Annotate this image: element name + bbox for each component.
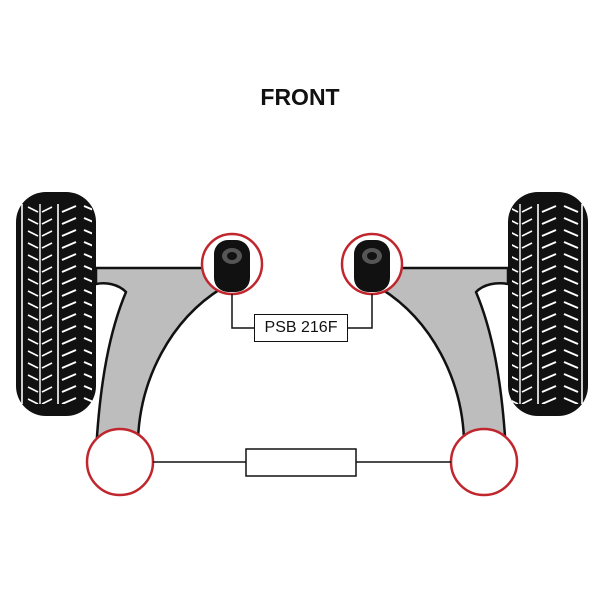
left-wishbone-arm (94, 266, 224, 454)
right-tyre (508, 192, 588, 416)
left-leader-line (231, 294, 254, 329)
rear-part-label-box (245, 448, 357, 477)
left-rear-bush-ring (85, 427, 155, 497)
right-rear-bush-ring (449, 427, 519, 497)
right-leader-line (348, 294, 373, 329)
right-wishbone-arm (378, 266, 510, 454)
left-front-bush (200, 232, 264, 296)
right-front-bush (340, 232, 404, 296)
front-bush-part-label: PSB 216F (254, 314, 348, 342)
left-tyre (16, 192, 96, 416)
diagram-title: FRONT (260, 84, 340, 110)
